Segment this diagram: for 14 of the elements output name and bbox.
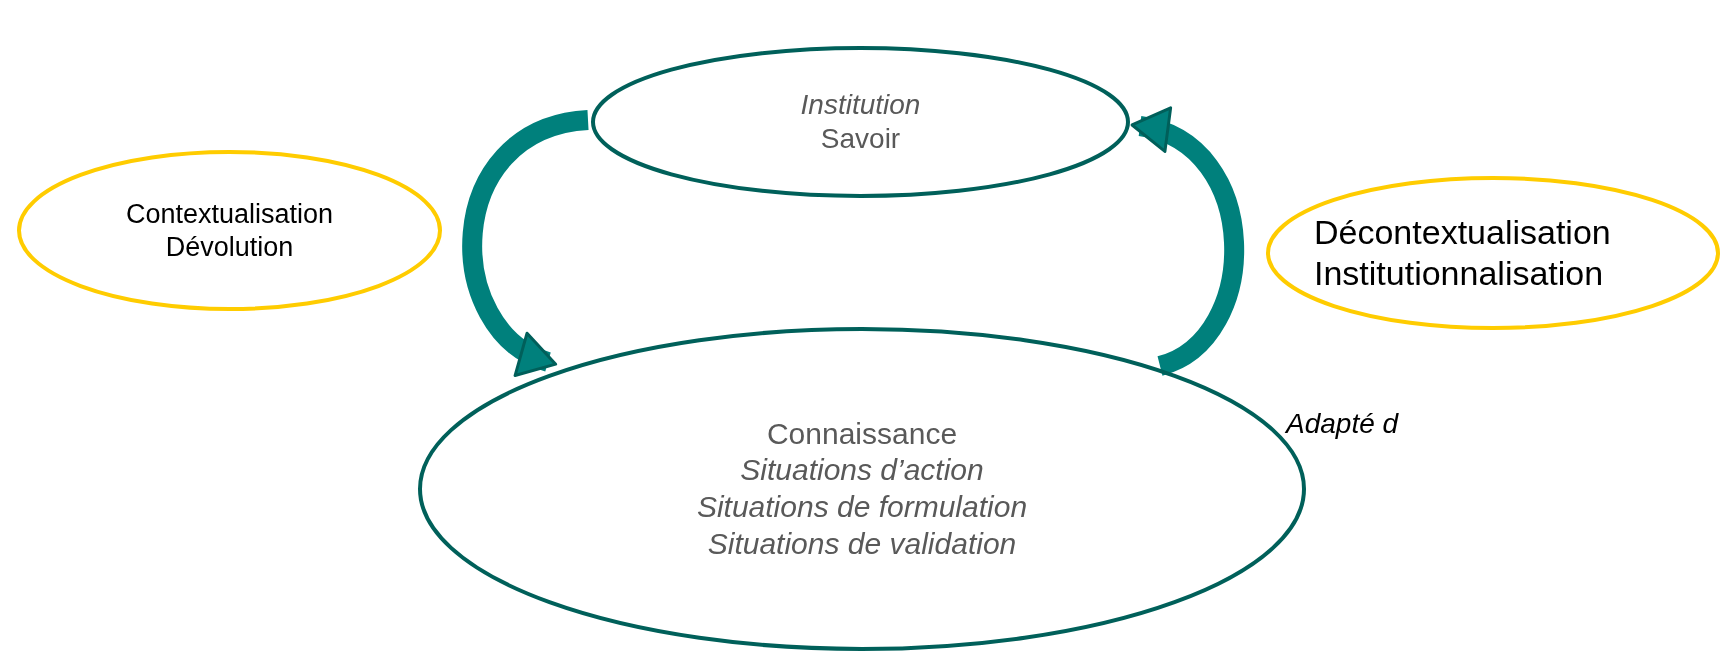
node-text: Situations de validation [707, 525, 1017, 562]
ellipse-node [1266, 176, 1720, 330]
node-text: Décontextualisation [1314, 211, 1611, 253]
node-text: Situations de formulation [696, 489, 1028, 525]
ellipse-node [591, 46, 1130, 198]
node-text: Contextualisation [125, 197, 334, 231]
node-text: Dévolution [165, 230, 294, 264]
source-note: Adapté d [1286, 408, 1399, 440]
node-text: Institution [800, 87, 921, 122]
node-text: Savoir [820, 122, 901, 156]
node-text: Connaissance [766, 415, 958, 452]
node-text: Institutionnalisation [1314, 253, 1604, 294]
node-text: Situations d’action [740, 452, 984, 489]
ellipse-node [17, 150, 442, 311]
